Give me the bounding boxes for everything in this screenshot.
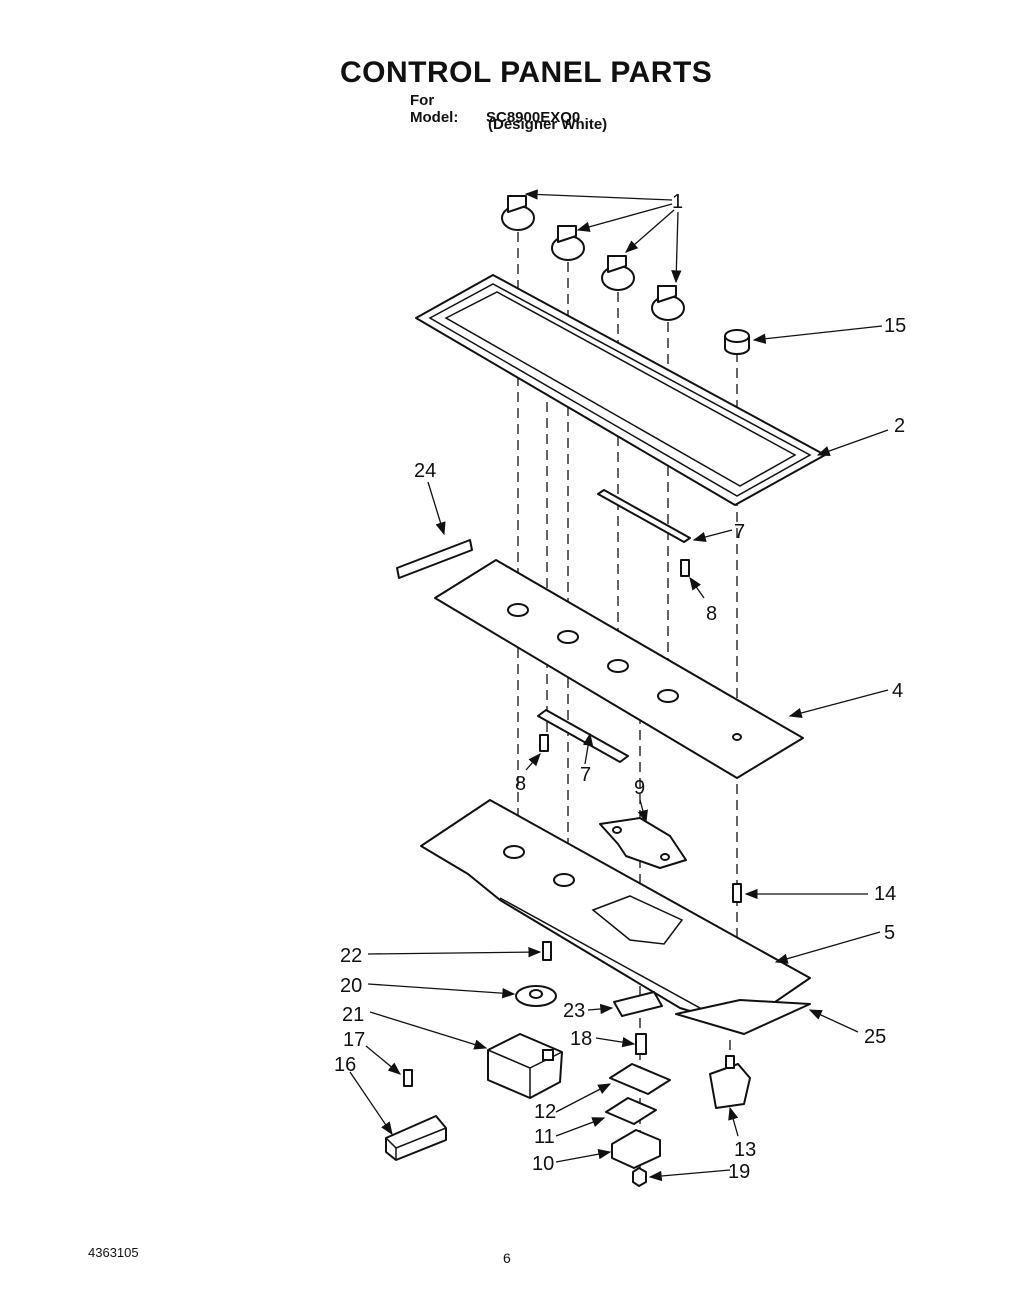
page-number: 6 xyxy=(503,1250,511,1266)
callout-8-upper: 8 xyxy=(706,603,717,625)
callout-23: 23 xyxy=(563,1000,585,1022)
control-part-13 xyxy=(709,1055,751,1109)
callout-22: 22 xyxy=(340,945,362,967)
callout-24: 24 xyxy=(414,460,436,482)
nut-part-20 xyxy=(515,985,557,1007)
callout-2: 2 xyxy=(894,415,905,437)
pad-part-23 xyxy=(613,991,663,1017)
callout-4: 4 xyxy=(892,680,903,702)
leader-lines xyxy=(349,189,889,1182)
button-part-15 xyxy=(724,329,750,355)
transformer-part-21 xyxy=(487,1033,563,1099)
callout-7-lower: 7 xyxy=(580,764,591,786)
document-number: 4363105 xyxy=(88,1245,139,1260)
screw-part-22 xyxy=(542,941,552,961)
model-number: SC8900EXQ0 xyxy=(486,109,581,126)
trim-frame-part-2 xyxy=(415,274,826,506)
bracket-part-12 xyxy=(609,1063,671,1095)
screw-part-8-lower xyxy=(539,734,549,752)
callout-8-lower: 8 xyxy=(515,773,526,795)
callout-labels: 1 15 2 24 7 8 4 8 7 9 14 5 25 22 20 21 2… xyxy=(334,191,906,1183)
switch-part-10 xyxy=(611,1129,661,1169)
callout-7-upper: 7 xyxy=(734,521,745,543)
callout-16: 16 xyxy=(334,1054,356,1076)
callout-1: 1 xyxy=(672,191,683,213)
terminal-block-part-16 xyxy=(385,1115,447,1161)
callout-18: 18 xyxy=(570,1028,592,1050)
model-line: For Model: SC8900EXQ0 xyxy=(410,92,580,126)
callout-17: 17 xyxy=(343,1029,365,1051)
callout-10: 10 xyxy=(532,1153,554,1175)
screw-part-8-upper xyxy=(680,559,690,577)
overlay-panel-part-4 xyxy=(434,559,804,779)
trim-strip-part-7-upper xyxy=(597,489,691,543)
callout-20: 20 xyxy=(340,975,362,997)
callout-13: 13 xyxy=(734,1139,756,1161)
model-variant: (Designer White) xyxy=(488,116,608,133)
knob-part-1 xyxy=(501,195,685,321)
callout-11: 11 xyxy=(534,1126,555,1148)
screw-part-17 xyxy=(403,1069,413,1087)
callout-15: 15 xyxy=(884,315,906,337)
trim-strip-part-7-lower xyxy=(537,709,629,763)
bracket-part-24 xyxy=(396,539,473,579)
page-title: CONTROL PANEL PARTS xyxy=(340,56,713,89)
callout-5: 5 xyxy=(884,922,895,944)
callout-9: 9 xyxy=(634,777,645,799)
callout-12: 12 xyxy=(534,1101,556,1123)
screw-part-18 xyxy=(635,1033,647,1055)
callout-21: 21 xyxy=(342,1004,364,1026)
callout-19: 19 xyxy=(728,1161,750,1183)
shield-part-9 xyxy=(599,817,687,869)
screw-part-14 xyxy=(732,883,742,903)
insulator-part-11 xyxy=(605,1097,657,1125)
callout-25: 25 xyxy=(864,1026,886,1048)
nut-part-19 xyxy=(632,1167,647,1187)
strip-part-25 xyxy=(675,999,811,1035)
model-label: For Model: xyxy=(410,92,459,126)
callout-14: 14 xyxy=(874,883,896,905)
